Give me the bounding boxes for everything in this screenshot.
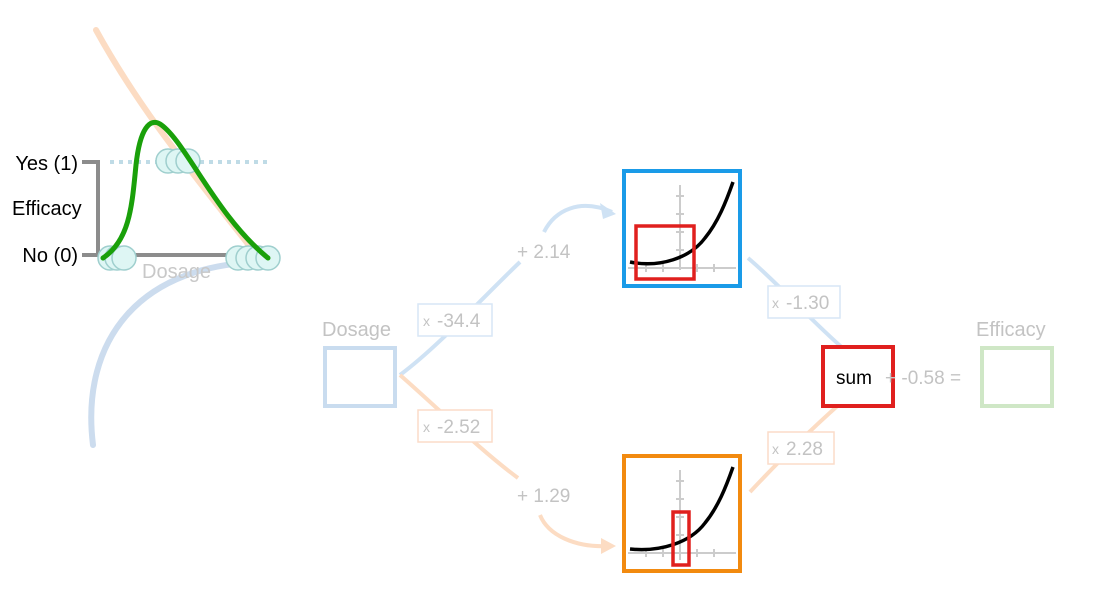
green-fitted-curve [100,120,271,261]
arrowhead-top [600,203,616,219]
bottom-out-weight-x: x [772,441,779,457]
bottom-bias: + 1.29 [517,486,570,507]
top-highlight-box [634,224,696,281]
input-label: Dosage [322,319,391,341]
top-activation-node [622,169,742,288]
y-label-efficacy: Efficacy [12,198,82,220]
top-bias: + 2.14 [517,242,571,263]
output-node [980,346,1054,408]
bottom-weight-box [417,409,493,443]
top-weight-value: -34.4 [437,311,481,332]
bottom-out-weight-box [767,431,835,465]
top-out-weight-box [767,285,841,319]
arrowhead-bottom [601,538,616,554]
data-point [111,245,137,271]
y-label-yes: Yes (1) [15,153,78,175]
bottom-activation-node [622,454,742,573]
data-points [97,148,281,271]
top-out-weight-x: x [772,295,779,311]
top-out-weight-value: -1.30 [786,293,829,314]
top-weight-x: x [423,313,430,329]
final-bias: + -0.58 = [885,368,961,389]
bottom-activation-curve [629,466,735,552]
y-label-no: No (0) [22,245,78,267]
x-label-dosage: Dosage [142,261,211,283]
y-axis [82,160,100,257]
input-node [323,346,397,408]
bottom-highlight-box [671,510,691,567]
faded-blue-arc [88,259,271,448]
bottom-weight-x: x [423,419,430,435]
edge-bias-bottom [538,514,611,549]
sum-label: sum [836,368,872,389]
bottom-weight-value: -2.52 [437,417,480,438]
bottom-out-weight-value: 2.28 [786,439,823,460]
top-activation-curve [629,181,735,266]
output-label: Efficacy [976,319,1046,341]
top-weight-box [417,303,493,337]
sum-node [821,345,895,408]
